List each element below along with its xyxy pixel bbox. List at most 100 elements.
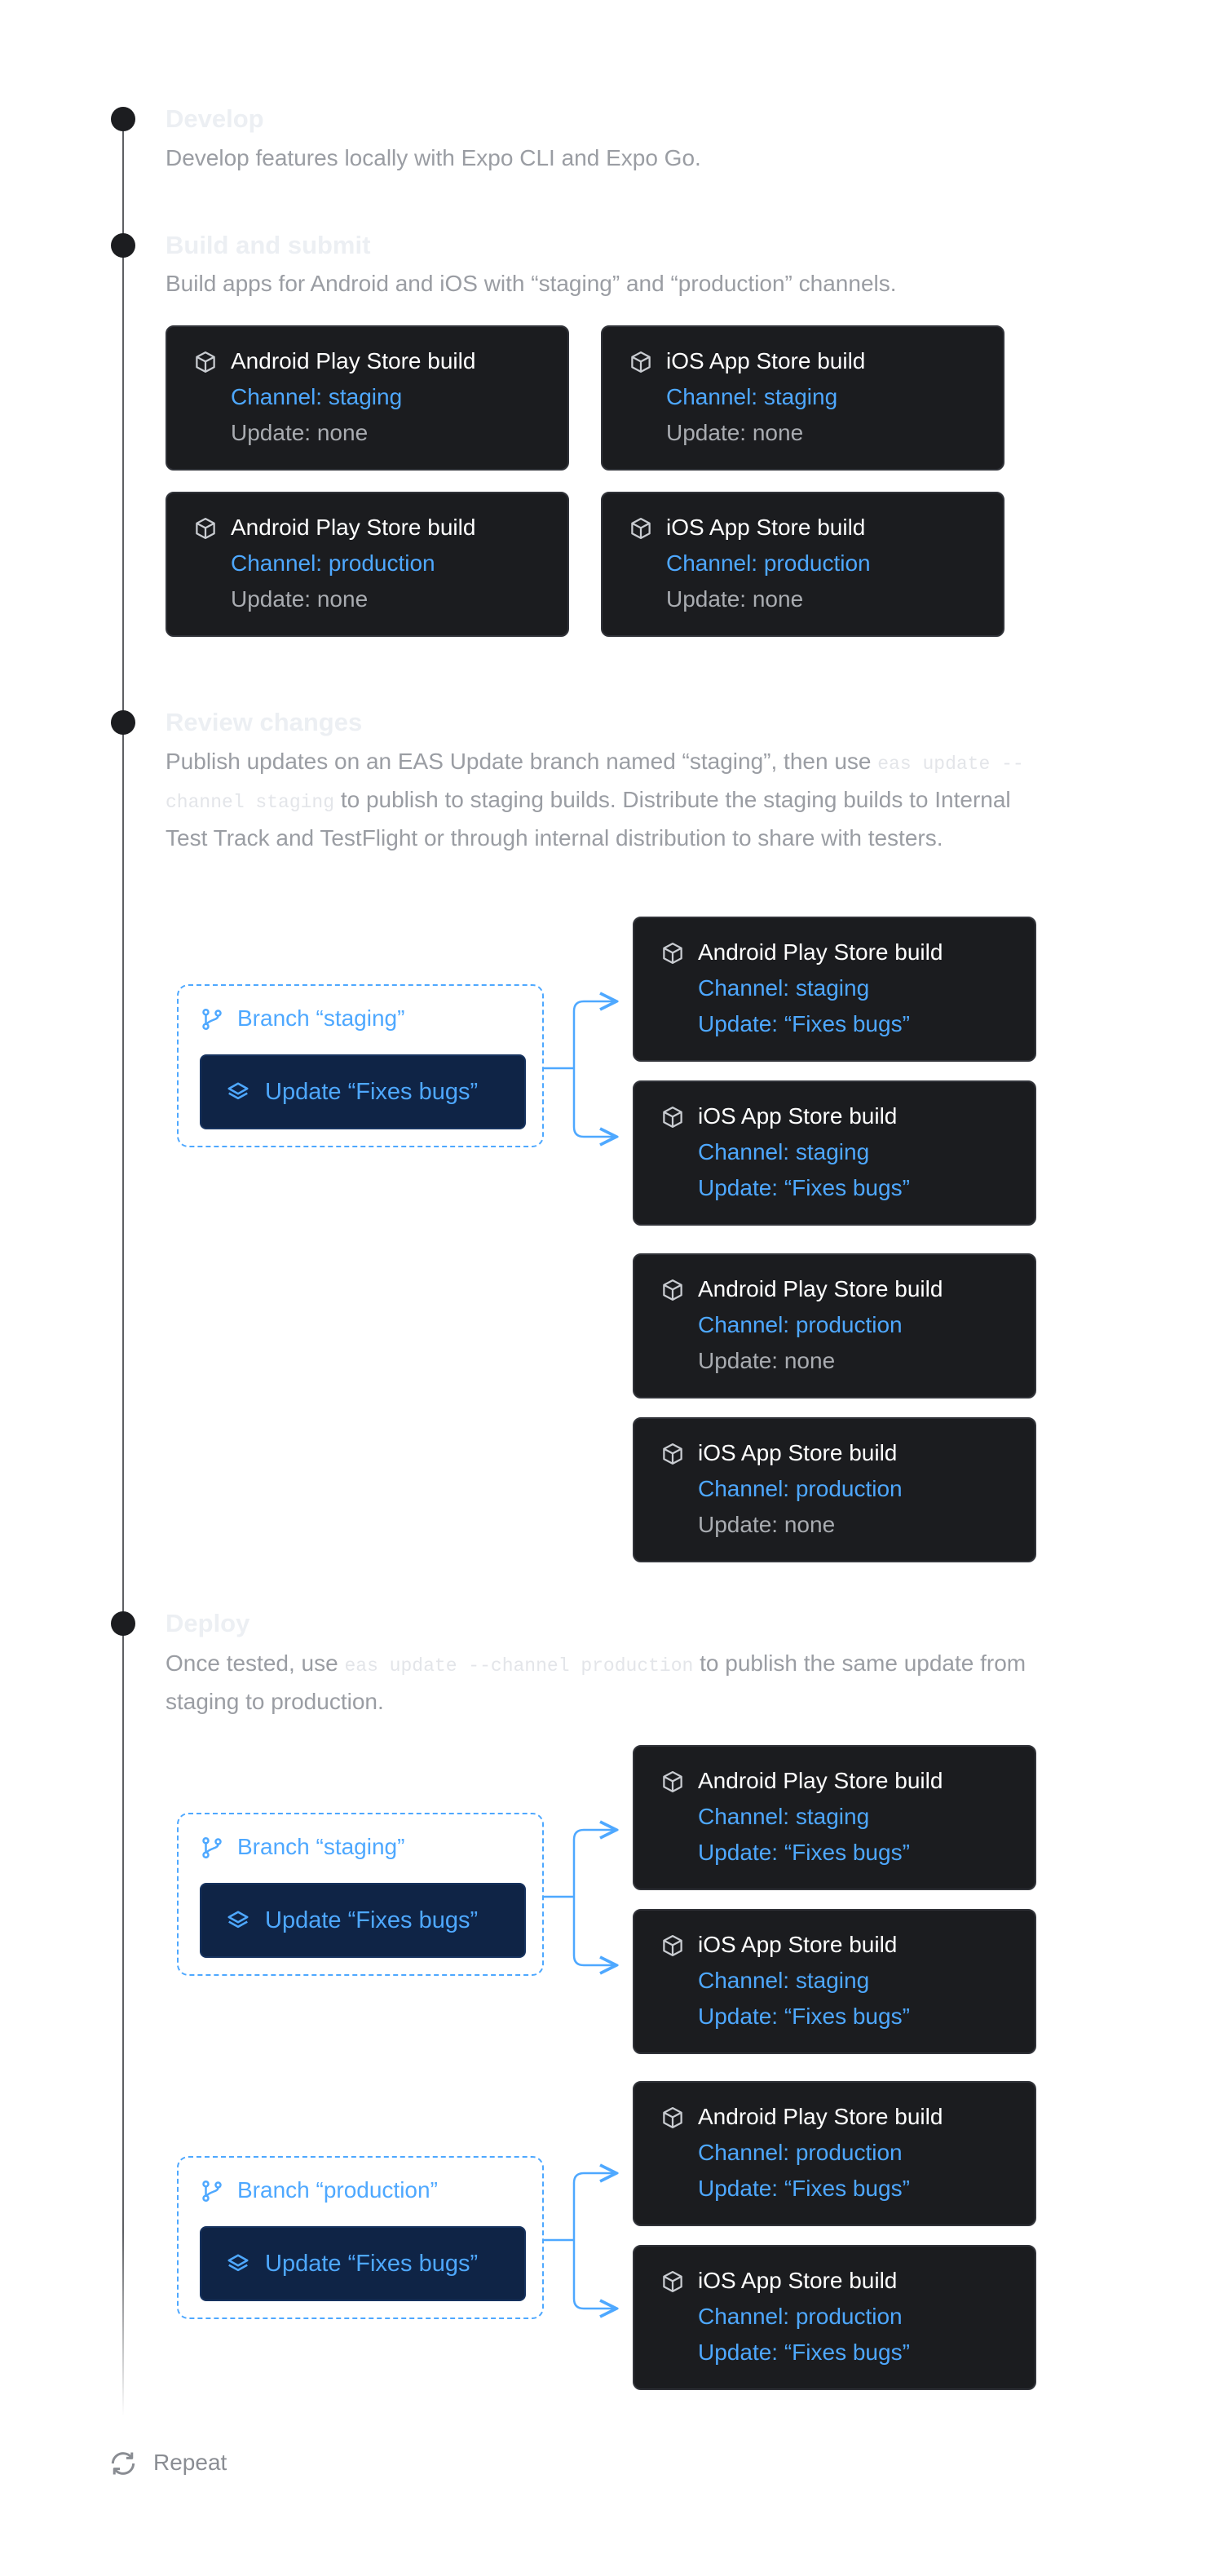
card-channel: Channel: production	[698, 2304, 903, 2329]
branch-staging-box-deploy: Branch “staging” Update “Fixes bugs”	[177, 1813, 544, 1976]
card-channel: Channel: staging	[231, 384, 403, 409]
build-card-ios-staging: iOS App Store build Channel: staging Upd…	[601, 325, 1004, 471]
review-card-ios-production: iOS App Store build Channel: production …	[633, 1417, 1036, 1562]
git-branch-icon	[200, 2179, 224, 2203]
card-title: Android Play Store build	[231, 515, 476, 540]
card-title: iOS App Store build	[666, 515, 866, 540]
card-update: Update: none	[666, 420, 804, 445]
branch-label: Branch “staging”	[237, 1834, 405, 1859]
cube-icon	[193, 350, 218, 374]
review-card-android-production: Android Play Store build Channel: produc…	[633, 1253, 1036, 1398]
card-title: iOS App Store build	[698, 2268, 898, 2293]
card-title: iOS App Store build	[698, 1440, 898, 1465]
layers-icon	[226, 1080, 250, 1105]
cube-icon	[193, 516, 218, 541]
cube-icon	[660, 1770, 685, 1794]
connector-arrows	[543, 920, 633, 1070]
card-title: iOS App Store build	[666, 348, 866, 373]
timeline-line	[122, 121, 124, 2416]
update-fixes-bugs[interactable]: Update “Fixes bugs”	[200, 1883, 526, 1958]
card-title: iOS App Store build	[698, 1103, 898, 1129]
card-channel: Channel: production	[666, 550, 871, 576]
desc-text: Publish updates on an EAS Update branch …	[166, 749, 878, 774]
branch-staging-box: Branch “staging” Update “Fixes bugs”	[177, 984, 544, 1147]
cube-icon	[660, 941, 685, 965]
cube-icon	[660, 1442, 685, 1466]
timeline-dot-deploy	[111, 1611, 135, 1636]
card-update: Update: “Fixes bugs”	[698, 1011, 910, 1036]
connector-arrows	[543, 1748, 633, 1898]
connector-arrows-lower	[572, 2240, 633, 2322]
branch-label: Branch “staging”	[237, 1005, 405, 1031]
card-channel: Channel: production	[698, 1476, 903, 1501]
connector-arrows	[543, 2092, 633, 2242]
card-update: Update: “Fixes bugs”	[698, 1175, 910, 1200]
cube-icon	[629, 350, 653, 374]
step-title-build: Build and submit	[166, 231, 371, 259]
card-title: Android Play Store build	[698, 2104, 943, 2129]
card-update: Update: none	[231, 420, 369, 445]
cube-icon	[660, 2269, 685, 2294]
connector-arrows-lower	[572, 1068, 633, 1150]
card-update: Update: none	[698, 1348, 836, 1373]
timeline-dot-build	[111, 233, 135, 258]
card-channel: Channel: staging	[698, 975, 870, 1001]
step-title-deploy: Deploy	[166, 1609, 250, 1637]
card-update: Update: none	[666, 586, 804, 612]
step-title-develop: Develop	[166, 104, 264, 133]
cube-icon	[660, 1933, 685, 1958]
connector-arrows-lower	[572, 1897, 633, 1978]
build-card-android-staging: Android Play Store build Channel: stagin…	[166, 325, 569, 471]
card-update: Update: “Fixes bugs”	[698, 2004, 910, 2029]
cube-icon	[629, 516, 653, 541]
cube-icon	[660, 1278, 685, 1302]
refresh-icon	[108, 2448, 139, 2479]
card-update: Update: “Fixes bugs”	[698, 2176, 910, 2201]
step-title-review: Review changes	[166, 708, 363, 736]
review-card-ios-staging: iOS App Store build Channel: staging Upd…	[633, 1080, 1036, 1226]
update-fixes-bugs[interactable]: Update “Fixes bugs”	[200, 2226, 526, 2301]
layers-icon	[226, 1909, 250, 1933]
card-update: Update: none	[231, 586, 369, 612]
card-title: Android Play Store build	[231, 348, 476, 373]
timeline-dot-develop	[111, 107, 135, 131]
deploy-card-android-staging: Android Play Store build Channel: stagin…	[633, 1745, 1036, 1890]
deploy-card-ios-production: iOS App Store build Channel: production …	[633, 2245, 1036, 2390]
card-title: Android Play Store build	[698, 939, 943, 965]
cube-icon	[660, 2105, 685, 2130]
card-title: Android Play Store build	[698, 1276, 943, 1301]
build-card-android-production: Android Play Store build Channel: produc…	[166, 492, 569, 637]
git-branch-icon	[200, 1007, 224, 1032]
step-desc-develop: Develop features locally with Expo CLI a…	[166, 145, 701, 170]
review-card-android-staging: Android Play Store build Channel: stagin…	[633, 917, 1036, 1062]
desc-text: to publish to staging builds. Distribute…	[166, 787, 1011, 851]
step-desc-review: Publish updates on an EAS Update branch …	[166, 744, 1030, 856]
code-snippet: eas update --channel staging	[166, 753, 1024, 813]
update-label: Update “Fixes bugs”	[265, 2251, 479, 2277]
card-update: Update: none	[698, 1512, 836, 1537]
branch-production-box: Branch “production” Update “Fixes bugs”	[177, 2156, 544, 2319]
step-desc-deploy: Once tested, use eas update --channel pr…	[166, 1646, 1030, 1720]
code-snippet: eas update --channel production	[344, 1655, 694, 1677]
update-fixes-bugs[interactable]: Update “Fixes bugs”	[200, 1054, 526, 1129]
update-label: Update “Fixes bugs”	[265, 1079, 479, 1105]
timeline-dot-review	[111, 710, 135, 735]
card-channel: Channel: production	[231, 550, 435, 576]
card-channel: Channel: staging	[698, 1968, 870, 1993]
layers-icon	[226, 2252, 250, 2277]
card-channel: Channel: staging	[698, 1139, 870, 1164]
branch-label: Branch “production”	[237, 2177, 438, 2203]
card-channel: Channel: production	[698, 2140, 903, 2165]
card-update: Update: “Fixes bugs”	[698, 2340, 910, 2365]
card-channel: Channel: production	[698, 1312, 903, 1337]
desc-text: Once tested, use	[166, 1650, 345, 1676]
git-branch-icon	[200, 1836, 224, 1860]
card-channel: Channel: staging	[666, 384, 838, 409]
card-channel: Channel: staging	[698, 1804, 870, 1829]
card-title: Android Play Store build	[698, 1768, 943, 1793]
deploy-card-ios-staging: iOS App Store build Channel: staging Upd…	[633, 1909, 1036, 2054]
step-desc-build: Build apps for Android and iOS with “sta…	[166, 271, 897, 296]
card-title: iOS App Store build	[698, 1932, 898, 1957]
build-card-ios-production: iOS App Store build Channel: production …	[601, 492, 1004, 637]
card-update: Update: “Fixes bugs”	[698, 1840, 910, 1865]
